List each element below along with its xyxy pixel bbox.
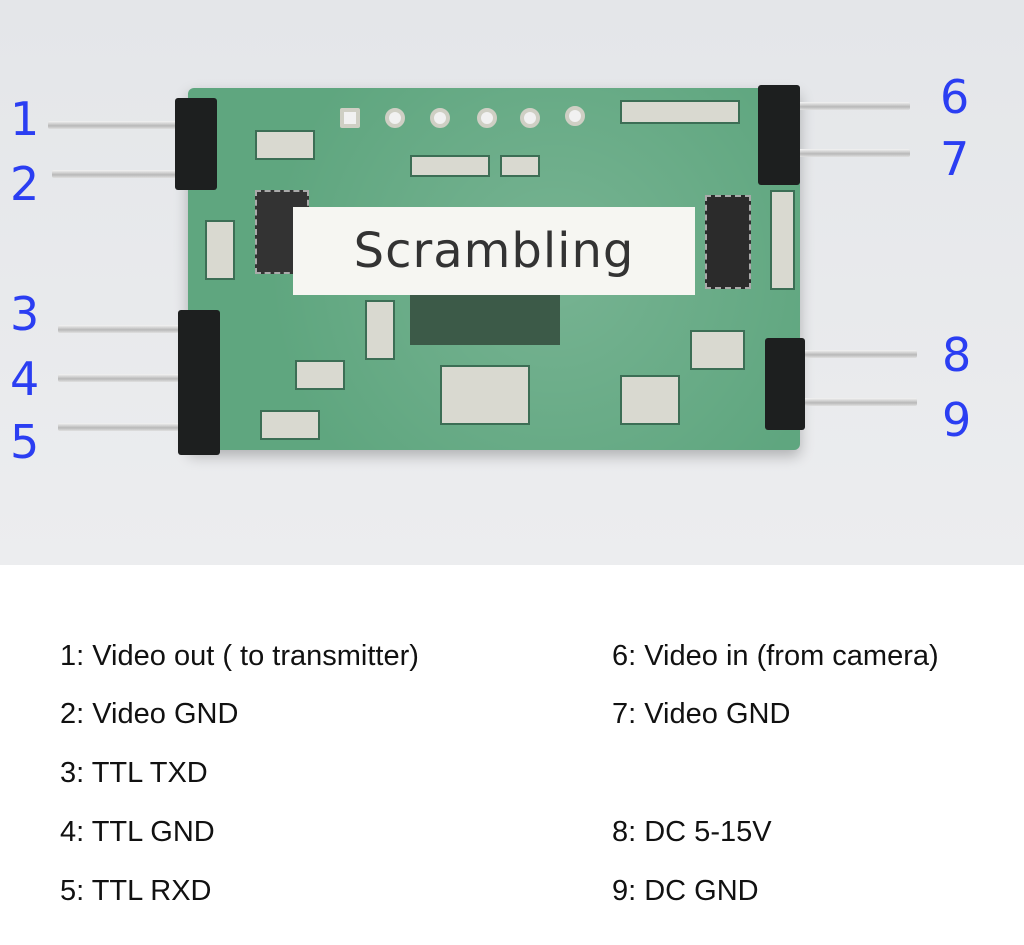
- pin-2: [52, 170, 208, 178]
- pin-label-3: 3: [10, 287, 40, 341]
- pad: [385, 108, 405, 128]
- smd-component: [770, 190, 795, 290]
- legend-item: 6: Video in (from camera): [612, 640, 939, 672]
- smd-component: [620, 375, 680, 425]
- legend-item: 9: DC GND: [612, 875, 759, 907]
- smd-component: [690, 330, 745, 370]
- pin-label-7: 7: [940, 132, 970, 186]
- ic-chip: [410, 295, 560, 345]
- smd-component: [410, 155, 490, 177]
- pad: [565, 106, 585, 126]
- ic-chip: [705, 195, 751, 289]
- legend-item: 5: TTL RXD: [60, 875, 212, 907]
- smd-component: [205, 220, 235, 280]
- smd-component: [295, 360, 345, 390]
- pin-label-4: 4: [10, 352, 40, 406]
- pin-label-2: 2: [10, 157, 40, 211]
- pin-label-1: 1: [10, 92, 40, 146]
- legend-item: 4: TTL GND: [60, 816, 215, 848]
- scrambling-sticker: Scrambling: [293, 207, 695, 295]
- pin-9: [775, 398, 917, 406]
- pin-1: [48, 121, 208, 129]
- smd-component: [440, 365, 530, 425]
- pin-label-6: 6: [940, 70, 970, 124]
- legend-item: 2: Video GND: [60, 698, 239, 730]
- header-right-bottom: [765, 338, 805, 430]
- product-photo: Scrambling 1 2 3 4 5 6 7 8 9: [0, 0, 1024, 565]
- smd-component: [255, 130, 315, 160]
- pad: [520, 108, 540, 128]
- legend-item: 3: TTL TXD: [60, 757, 208, 789]
- pad: [340, 108, 360, 128]
- pin-4: [58, 374, 208, 382]
- smd-component: [500, 155, 540, 177]
- pad: [477, 108, 497, 128]
- pad: [430, 108, 450, 128]
- pin-6: [770, 102, 910, 110]
- header-left-bottom: [178, 310, 220, 455]
- pin-label-8: 8: [942, 328, 972, 382]
- pin-label-5: 5: [10, 415, 40, 469]
- pin-7: [770, 149, 910, 157]
- pin-8: [775, 350, 917, 358]
- legend-item: 7: Video GND: [612, 698, 791, 730]
- header-left-top: [175, 98, 217, 190]
- smd-component: [620, 100, 740, 124]
- pin-5: [58, 423, 208, 431]
- smd-component: [260, 410, 320, 440]
- pin-label-9: 9: [942, 393, 972, 447]
- smd-component: [365, 300, 395, 360]
- header-right-top: [758, 85, 800, 185]
- legend-item: 8: DC 5-15V: [612, 816, 772, 848]
- pin-3: [58, 325, 208, 333]
- legend-item: 1: Video out ( to transmitter): [60, 640, 419, 672]
